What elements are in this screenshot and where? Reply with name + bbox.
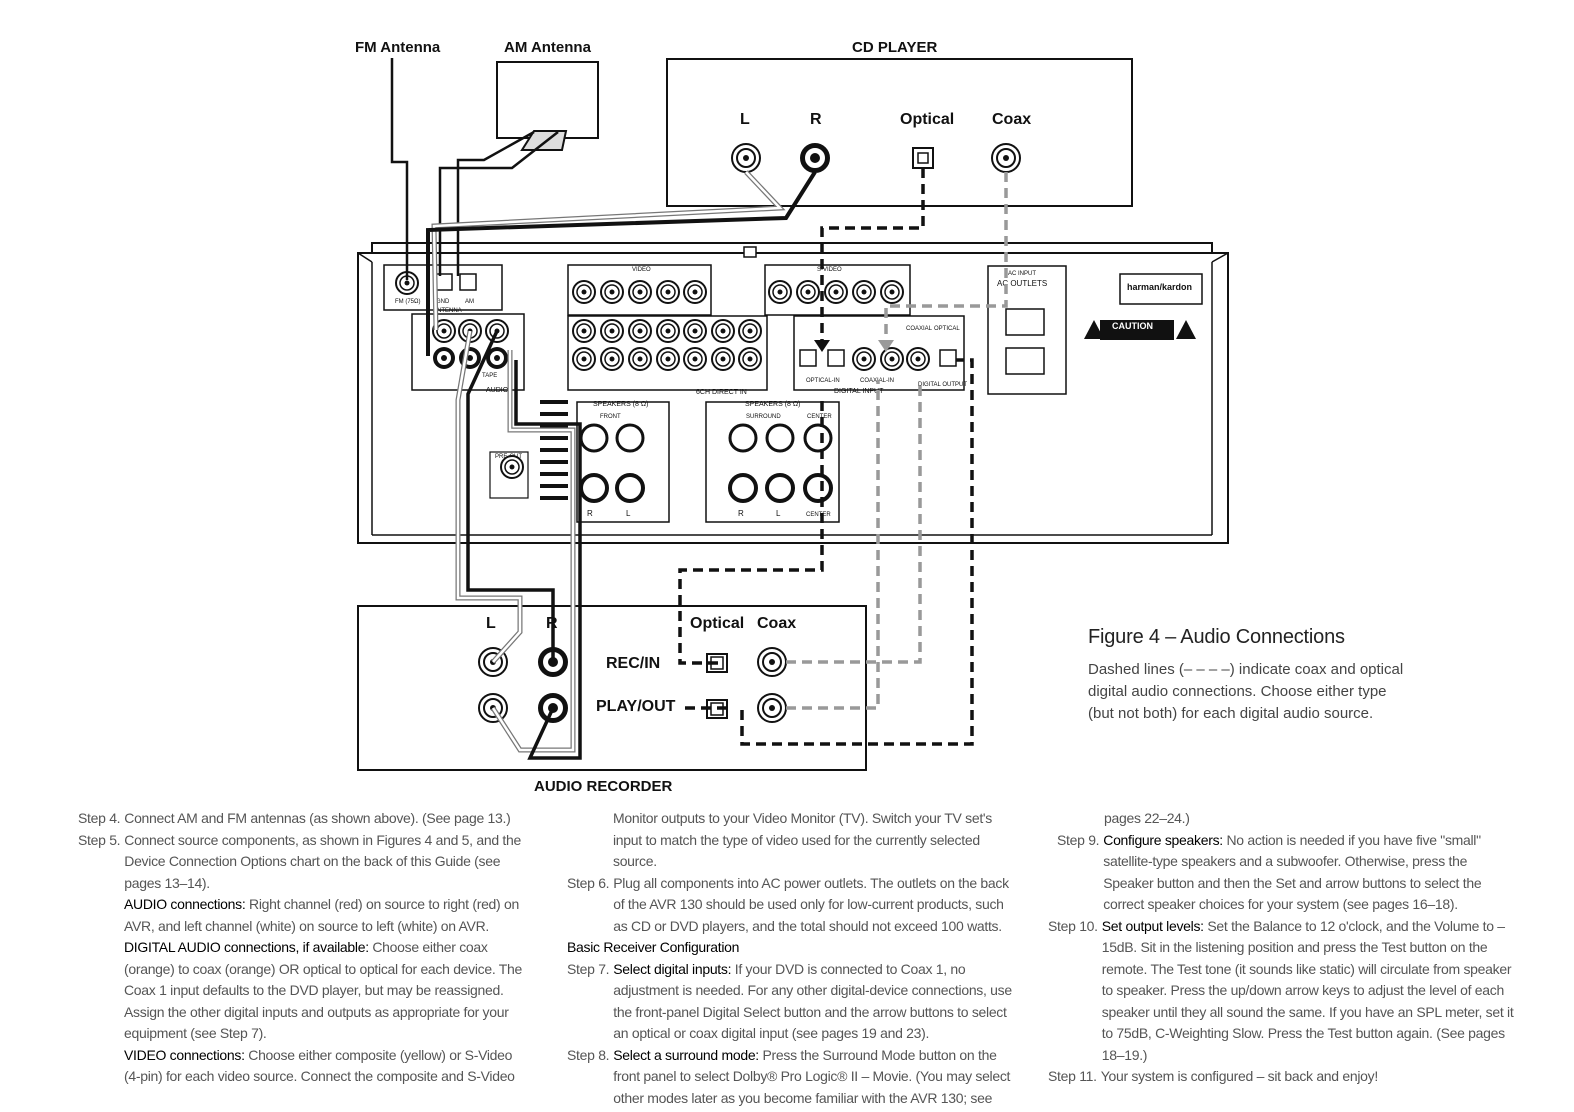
figure-description: Dashed lines (– – – –) indicate coax and…	[1088, 661, 1404, 722]
svg-text:CENTER: CENTER	[807, 414, 832, 420]
svg-text:DIGITAL INPUT: DIGITAL INPUT	[834, 388, 884, 395]
svg-text:OPTICAL: OPTICAL	[934, 326, 960, 332]
receiver-rear-panel: FM (75Ω) GND AM ANTENNA AUDIO TAPE VIDEO…	[357, 242, 1229, 544]
svg-text:AM: AM	[465, 299, 474, 305]
audio-connections-para: AUDIO connections: Right channel (red) o…	[124, 896, 519, 934]
svg-text:6CH DIRECT IN: 6CH DIRECT IN	[696, 389, 747, 396]
cd-r-label: R	[810, 111, 822, 128]
cd-in-r-jack	[433, 347, 455, 369]
step-4: Step 4. Connect AM and FM antennas (as s…	[78, 810, 511, 826]
step-6: Step 6. Plug all components into AC powe…	[567, 874, 1009, 934]
svg-text:harman/kardon: harman/kardon	[1127, 282, 1192, 292]
step-10: Step 10. Set output levels: Set the Bala…	[1048, 917, 1514, 1063]
pages-continuation: pages 22–24.)	[1104, 810, 1190, 826]
rec-in-label: REC/IN	[606, 655, 660, 672]
basic-config-heading: Basic Receiver Configuration	[567, 939, 740, 955]
svg-text:OPTICAL-IN: OPTICAL-IN	[806, 378, 840, 384]
svg-text:AC INPUT: AC INPUT	[1008, 271, 1036, 277]
svg-text:GND: GND	[436, 299, 450, 305]
step-7: Step 7. Select digital inputs: If your D…	[567, 960, 1012, 1042]
fm-antenna-label: FM Antenna	[355, 39, 441, 56]
play-out-coax-jack	[757, 693, 787, 723]
cd-l-jack	[731, 143, 761, 173]
instructions-column-1: Step 4. Connect AM and FM antennas (as s…	[78, 808, 524, 1088]
svg-text:VIDEO: VIDEO	[632, 267, 651, 273]
svg-text:SPEAKERS (8 Ω): SPEAKERS (8 Ω)	[745, 401, 800, 408]
recorder-coax-label: Coax	[757, 615, 796, 632]
play-out-label: PLAY/OUT	[596, 698, 676, 715]
monitor-continuation: Monitor outputs to your Video Monitor (T…	[613, 810, 993, 869]
audio-recorder-label: AUDIO RECORDER	[534, 778, 673, 795]
video-connections-para: VIDEO connections: Choose either composi…	[124, 1046, 515, 1085]
svg-text:COAXIAL: COAXIAL	[906, 326, 933, 332]
cd-coax-jack	[991, 143, 1021, 173]
svg-text:ANTENNA: ANTENNA	[433, 308, 462, 314]
cd-optical-label: Optical	[900, 111, 954, 128]
svg-text:S-VIDEO: S-VIDEO	[817, 267, 842, 273]
svg-text:AC OUTLETS: AC OUTLETS	[997, 279, 1047, 288]
step-8: Step 8. Select a surround mode: Press th…	[567, 1046, 1011, 1106]
svg-text:L: L	[626, 509, 631, 518]
cd-l-label: L	[740, 111, 750, 128]
am-antenna-label: AM Antenna	[504, 39, 592, 56]
instructions-column-2: Monitor outputs to your Video Monitor (T…	[567, 808, 1013, 1109]
cd-player: CD PLAYER L R Optical Coax	[666, 39, 1133, 207]
svg-text:CENTER: CENTER	[806, 512, 831, 518]
recorder-optical-label: Optical	[690, 615, 744, 632]
cd-coax-label: Coax	[992, 111, 1031, 128]
svg-text:DIGITAL OUTPUT: DIGITAL OUTPUT	[918, 382, 967, 388]
svg-text:TAPE: TAPE	[482, 373, 497, 379]
step-11: Step 11. Your system is configured – sit…	[1048, 1068, 1378, 1084]
am-loop-antenna	[496, 61, 599, 151]
caution-label: CAUTION	[1084, 320, 1196, 340]
svg-text:R: R	[587, 509, 593, 518]
svg-text:FM (75Ω): FM (75Ω)	[395, 299, 421, 305]
digital-audio-para: DIGITAL AUDIO connections, if available:…	[124, 939, 523, 1041]
step-9: Step 9. Configure speakers: No action is…	[1057, 831, 1482, 913]
svg-text:FRONT: FRONT	[600, 414, 621, 420]
audio-recorder: L R Optical Coax REC/IN PLAY/OUT AUDIO R…	[357, 605, 867, 795]
figure-title: Figure 4 – Audio Connections	[1088, 626, 1345, 648]
svg-text:AUDIO: AUDIO	[486, 387, 509, 394]
cd-r-jack	[800, 143, 830, 173]
cd-optical-jack	[912, 147, 934, 169]
svg-text:SPEAKERS (8 Ω): SPEAKERS (8 Ω)	[593, 401, 648, 408]
step-5: Step 5. Connect source components, as sh…	[78, 831, 521, 891]
recorder-l-label: L	[486, 615, 496, 632]
cd-player-label: CD PLAYER	[852, 39, 937, 56]
svg-text:R: R	[738, 509, 744, 518]
instructions-column-3: pages 22–24.) Step 9. Configure speakers…	[1048, 808, 1518, 1088]
rec-in-coax-jack	[757, 647, 787, 677]
svg-text:CAUTION: CAUTION	[1112, 321, 1153, 331]
svg-text:L: L	[776, 509, 781, 518]
svg-text:SURROUND: SURROUND	[746, 414, 781, 420]
audio-connections-diagram: FM Antenna AM Antenna CD PLAYER L R Opti…	[355, 39, 1229, 795]
figure-caption: Figure 4 – Audio Connections Dashed line…	[1088, 626, 1408, 725]
